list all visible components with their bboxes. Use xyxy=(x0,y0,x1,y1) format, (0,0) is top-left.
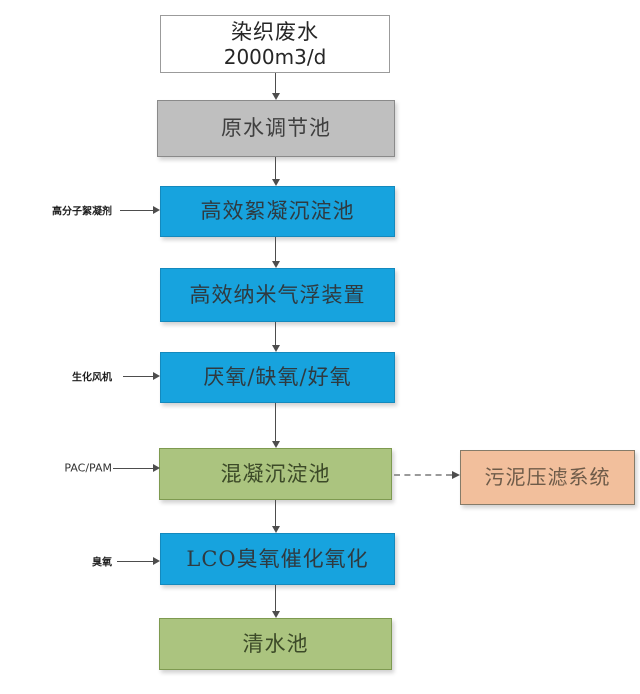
arrow-ozone-icon xyxy=(117,557,160,565)
arrow-ozone-to-clean-water-icon xyxy=(271,585,280,618)
node-clean-water-tank-label: 清水池 xyxy=(242,631,309,656)
node-anaerobic-anoxic-aerobic: 厌氧/缺氧/好氧 xyxy=(160,352,395,403)
node-raw-water-adjust-tank: 原水调节池 xyxy=(157,100,395,157)
arrow-influent-to-raw-water-icon xyxy=(271,73,280,100)
node-high-eff-flocculation-tank-label: 高效絮凝沉淀池 xyxy=(200,199,355,224)
input-label-pac-pam: PAC/PAM xyxy=(64,461,112,475)
arrow-flotation-to-bio-icon xyxy=(271,322,280,352)
arrow-polymer-flocculant-icon xyxy=(120,206,160,214)
node-nano-air-flotation-unit-label: 高效纳米气浮装置 xyxy=(189,282,366,307)
node-coagulation-sedimentation-tank-label: 混凝沉淀池 xyxy=(220,461,331,486)
node-nano-air-flotation-unit: 高效纳米气浮装置 xyxy=(160,268,395,322)
arrow-coagulation-to-ozone-icon xyxy=(271,500,280,533)
dashed-arrow-coagulation-to-sludge-icon xyxy=(394,471,460,479)
node-lco-ozone-catalytic-oxidation: LCO臭氧催化氧化 xyxy=(160,533,395,585)
node-raw-water-adjust-tank-label: 原水调节池 xyxy=(221,116,331,141)
node-coagulation-sedimentation-tank: 混凝沉淀池 xyxy=(159,448,392,500)
node-sludge-press-filter-system-label: 污泥压滤系统 xyxy=(484,465,611,489)
node-influent-label: 染织废水 xyxy=(231,19,319,44)
arrow-bio-blower-icon xyxy=(123,372,160,380)
node-anaerobic-anoxic-aerobic-label: 厌氧/缺氧/好氧 xyxy=(203,365,352,390)
node-influent-sublabel: 2000m3/d xyxy=(223,45,327,70)
input-label-ozone: 臭氧 xyxy=(92,557,112,569)
input-label-polymer-flocculant: 高分子絮凝剂 xyxy=(52,206,112,218)
input-label-bio-blower: 生化风机 xyxy=(72,372,112,384)
node-lco-ozone-catalytic-oxidation-label: LCO臭氧催化氧化 xyxy=(186,546,369,571)
node-high-eff-flocculation-tank: 高效絮凝沉淀池 xyxy=(160,186,395,237)
node-sludge-press-filter-system: 污泥压滤系统 xyxy=(460,450,635,505)
node-clean-water-tank: 清水池 xyxy=(159,618,392,670)
arrow-flocculation-to-flotation-icon xyxy=(271,237,280,268)
node-influent: 染织废水 2000m3/d xyxy=(160,15,390,73)
arrow-raw-water-to-flocculation-icon xyxy=(271,157,280,186)
arrow-bio-to-coagulation-icon xyxy=(271,403,280,448)
arrow-pac-pam-icon xyxy=(113,464,160,472)
